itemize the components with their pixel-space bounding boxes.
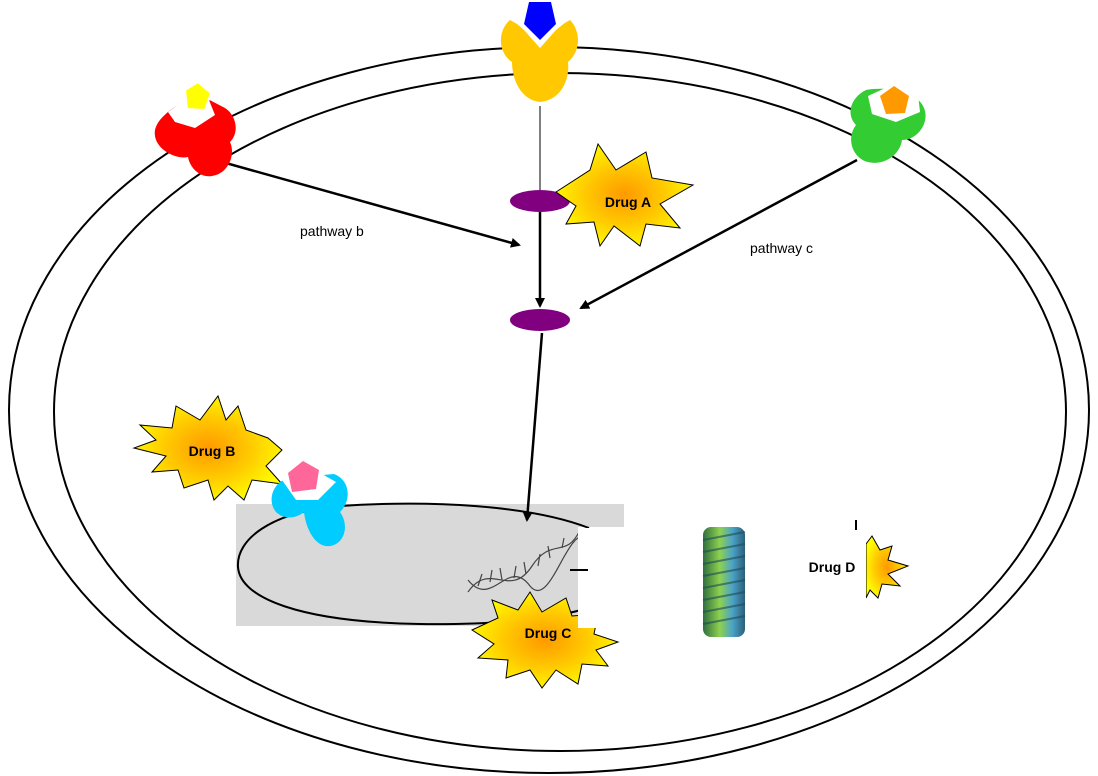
drug-b-starburst: Drug B — [132, 394, 284, 501]
occluder-panel — [578, 528, 622, 628]
drug-d-starburst: Drug D — [790, 520, 910, 602]
blue-ligand — [524, 2, 556, 40]
drug-b-label: Drug B — [189, 443, 236, 459]
signal-node-lower — [510, 309, 570, 331]
yellow-ligand — [183, 80, 213, 112]
nucleus-outline — [236, 502, 595, 626]
pathway-c-arrow — [579, 158, 858, 310]
nucleus-arrow — [522, 332, 544, 522]
pathway-c-label: pathway c — [750, 240, 813, 256]
signal-node-upper — [510, 190, 570, 212]
drug-a-label: Drug A — [605, 194, 651, 210]
pathway-b-label: pathway b — [300, 223, 364, 239]
drug-a-starburst: Drug A — [555, 142, 695, 248]
drug-c-label: Drug C — [525, 625, 572, 641]
drug-d-label: Drug D — [809, 559, 856, 575]
orange-ligand — [880, 86, 909, 114]
pathway-b-arrow — [207, 156, 521, 248]
dna-helix-icon — [467, 529, 587, 593]
pink-ligand — [288, 461, 319, 492]
microtubule-icon — [702, 527, 746, 637]
